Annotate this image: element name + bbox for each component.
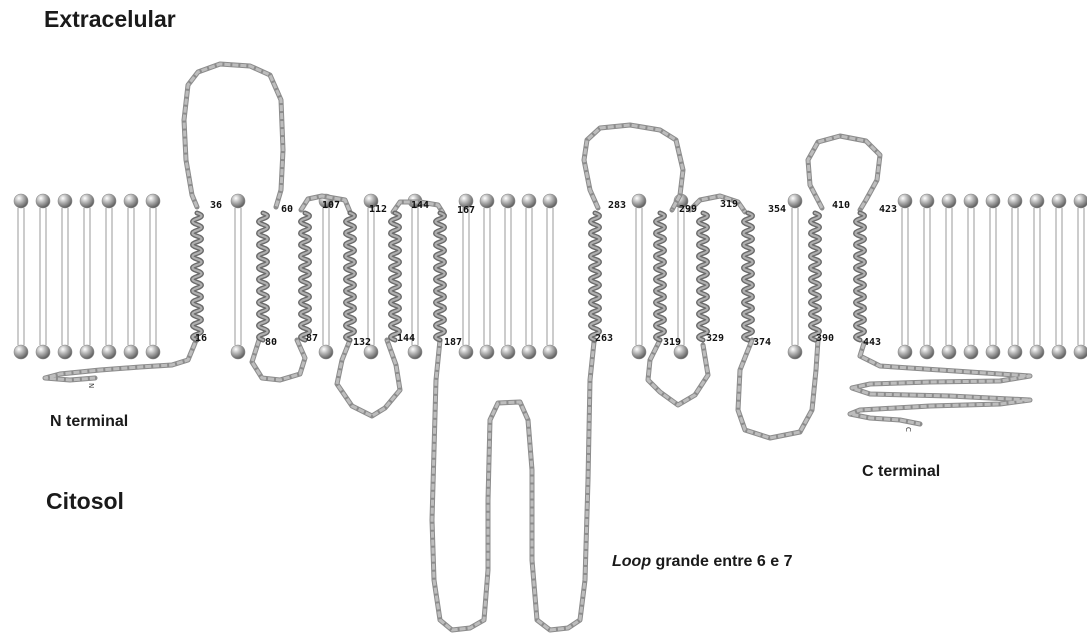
residue-number-top: 167 <box>457 205 475 216</box>
lipid-head-inner <box>1052 345 1066 359</box>
large-loop-187-263 <box>432 340 594 630</box>
lipid-head-inner <box>501 345 515 359</box>
lipid-head-outer <box>543 194 557 208</box>
residue-number-bottom: 144 <box>397 333 415 344</box>
residue-number-bottom: 443 <box>863 337 881 348</box>
lipid-head-outer <box>80 194 94 208</box>
large-loop-187-263-highlight <box>432 340 594 630</box>
lipid-head-outer <box>920 194 934 208</box>
lipid-head-inner <box>920 345 934 359</box>
lipid-head-inner <box>898 345 912 359</box>
lipid-head-inner <box>1074 345 1087 359</box>
lipid-head-outer <box>522 194 536 208</box>
lipid-head-inner <box>319 345 333 359</box>
lipid-head-inner <box>102 345 116 359</box>
loop-36-60 <box>184 64 283 207</box>
lipid-head-outer <box>231 194 245 208</box>
residue-number-top: 107 <box>322 200 340 211</box>
loop-chains <box>45 64 1030 630</box>
lipid-head-outer <box>14 194 28 208</box>
lipid-head-inner <box>986 345 1000 359</box>
residue-number-top: 112 <box>369 204 387 215</box>
lipid-head-inner <box>14 345 28 359</box>
lipid-head-outer <box>788 194 802 208</box>
lipid-head-outer <box>1008 194 1022 208</box>
lipid-head-inner <box>146 345 160 359</box>
lipid-head-inner <box>942 345 956 359</box>
loop-374-390-highlight <box>738 340 818 438</box>
residue-number-top: 144 <box>411 200 429 211</box>
lipid-head-inner <box>964 345 978 359</box>
lipid-head-outer <box>102 194 116 208</box>
residue-number-bottom: 132 <box>353 337 371 348</box>
lipid-head-inner <box>543 345 557 359</box>
lipid-head-inner <box>1030 345 1044 359</box>
lipid-head-inner <box>58 345 72 359</box>
c-terminus-mark: C <box>904 427 912 432</box>
residue-number-top: 283 <box>608 200 626 211</box>
cytosol-label: Citosol <box>46 488 124 515</box>
residue-number-bottom: 16 <box>195 333 207 344</box>
lipid-head-inner <box>124 345 138 359</box>
lipid-head-inner <box>80 345 94 359</box>
lipid-bilayer <box>14 194 1087 359</box>
n-terminal-label: N terminal <box>50 413 128 431</box>
lipid-head-outer <box>58 194 72 208</box>
residue-number-bottom: 374 <box>753 337 771 348</box>
lipid-head-inner <box>231 345 245 359</box>
residue-number-top: 423 <box>879 204 897 215</box>
residue-number-bottom: 263 <box>595 333 613 344</box>
lipid-head-inner <box>480 345 494 359</box>
lipid-head-inner <box>632 345 646 359</box>
residue-number-bottom: 319 <box>663 337 681 348</box>
lipid-head-inner <box>36 345 50 359</box>
lipid-head-inner <box>788 345 802 359</box>
extracellular-label: Extracelular <box>44 6 176 33</box>
residue-number-top: 410 <box>832 200 850 211</box>
loop-italic-word: Loop <box>612 553 651 570</box>
lipid-head-outer <box>146 194 160 208</box>
lipid-head-outer <box>36 194 50 208</box>
lipid-head-outer <box>1030 194 1044 208</box>
transmembrane-helices <box>193 213 865 340</box>
residue-number-bottom: 87 <box>306 333 318 344</box>
lipid-head-outer <box>632 194 646 208</box>
lipid-head-outer <box>964 194 978 208</box>
residue-number-bottom: 80 <box>265 337 277 348</box>
loop-36-60-highlight <box>184 64 283 207</box>
residue-number-top: 299 <box>679 204 697 215</box>
lipid-head-outer <box>942 194 956 208</box>
lipid-head-inner <box>522 345 536 359</box>
large-loop-label: Loop grande entre 6 e 7 <box>612 553 792 571</box>
residue-number-bottom: 187 <box>444 337 462 348</box>
lipid-head-outer <box>501 194 515 208</box>
lipid-head-outer <box>986 194 1000 208</box>
residue-number-bottom: 329 <box>706 333 724 344</box>
residue-number-bottom: 390 <box>816 333 834 344</box>
residue-number-top: 319 <box>720 199 738 210</box>
residue-number-top: 354 <box>768 204 786 215</box>
lipid-head-outer <box>480 194 494 208</box>
c-terminal-label: C terminal <box>862 463 940 481</box>
loop-label-rest: grande entre 6 e 7 <box>651 553 792 570</box>
residue-number-top: 36 <box>210 200 222 211</box>
lipid-head-outer <box>898 194 912 208</box>
lipid-head-outer <box>1052 194 1066 208</box>
lipid-head-inner <box>1008 345 1022 359</box>
lipid-head-inner <box>408 345 422 359</box>
residue-numbers: 36 60 107 112 144 167 283 299 319 354 41… <box>87 199 912 432</box>
n-terminus-mark: N <box>87 383 95 388</box>
lipid-head-outer <box>124 194 138 208</box>
lipid-head-outer <box>1074 194 1087 208</box>
residue-number-top: 60 <box>281 204 293 215</box>
